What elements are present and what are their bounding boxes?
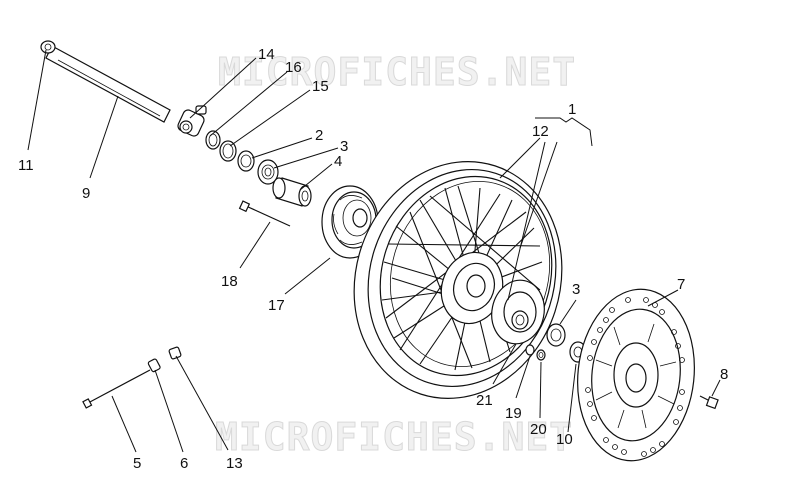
axle-cap	[40, 40, 56, 54]
callout-18: 18	[221, 273, 238, 290]
spoke-nipple	[147, 358, 161, 373]
disc-bolt	[699, 395, 719, 410]
washer-19	[525, 344, 535, 356]
callout-8: 8	[720, 366, 728, 383]
callout-14: 14	[258, 46, 275, 63]
callout-3-upper: 3	[340, 138, 348, 155]
axle-nut-assembly	[177, 105, 207, 137]
callout-5: 5	[133, 455, 141, 472]
callout-20: 20	[530, 421, 547, 438]
wheel-axle	[40, 40, 171, 123]
callout-7: 7	[677, 276, 685, 293]
callout-labels: 1 2 3 3 4 5 6 7 8 9 10 11 12 13 14 15 16…	[18, 46, 728, 472]
watermark-top: MICROFICHES.NET	[218, 50, 576, 94]
watermark-bottom: MICROFICHES.NET	[215, 415, 573, 459]
callout-15: 15	[312, 78, 329, 95]
bearing-upper	[257, 159, 279, 185]
callout-21: 21	[476, 392, 493, 409]
long-bolt	[238, 200, 291, 227]
hub-flange	[491, 279, 545, 345]
spacer-bushing	[272, 177, 312, 207]
bearing-lower	[546, 323, 566, 347]
callout-17: 17	[268, 297, 285, 314]
callout-2: 2	[315, 127, 323, 144]
snap-ring	[219, 140, 237, 162]
callout-4: 4	[334, 153, 342, 170]
disc-holes	[585, 297, 685, 457]
callout-19: 19	[505, 405, 522, 422]
callout-12: 12	[532, 123, 549, 140]
callout-11: 11	[18, 157, 34, 174]
oil-seal	[237, 150, 255, 172]
callout-13: 13	[226, 455, 243, 472]
callout-1: 1	[568, 101, 576, 118]
callout-9: 9	[82, 185, 90, 202]
callout-3-lower: 3	[572, 281, 580, 298]
callout-16: 16	[285, 59, 302, 76]
brake-disc	[577, 288, 695, 462]
spoke-bolt	[82, 369, 151, 409]
nut-20	[536, 349, 546, 361]
disc-carrier-arms	[595, 323, 677, 429]
callout-10: 10	[556, 431, 573, 448]
spoked-wheel	[353, 161, 563, 399]
leader-lines	[27, 49, 721, 453]
spoke-nut	[168, 346, 182, 360]
callout-6: 6	[180, 455, 188, 472]
